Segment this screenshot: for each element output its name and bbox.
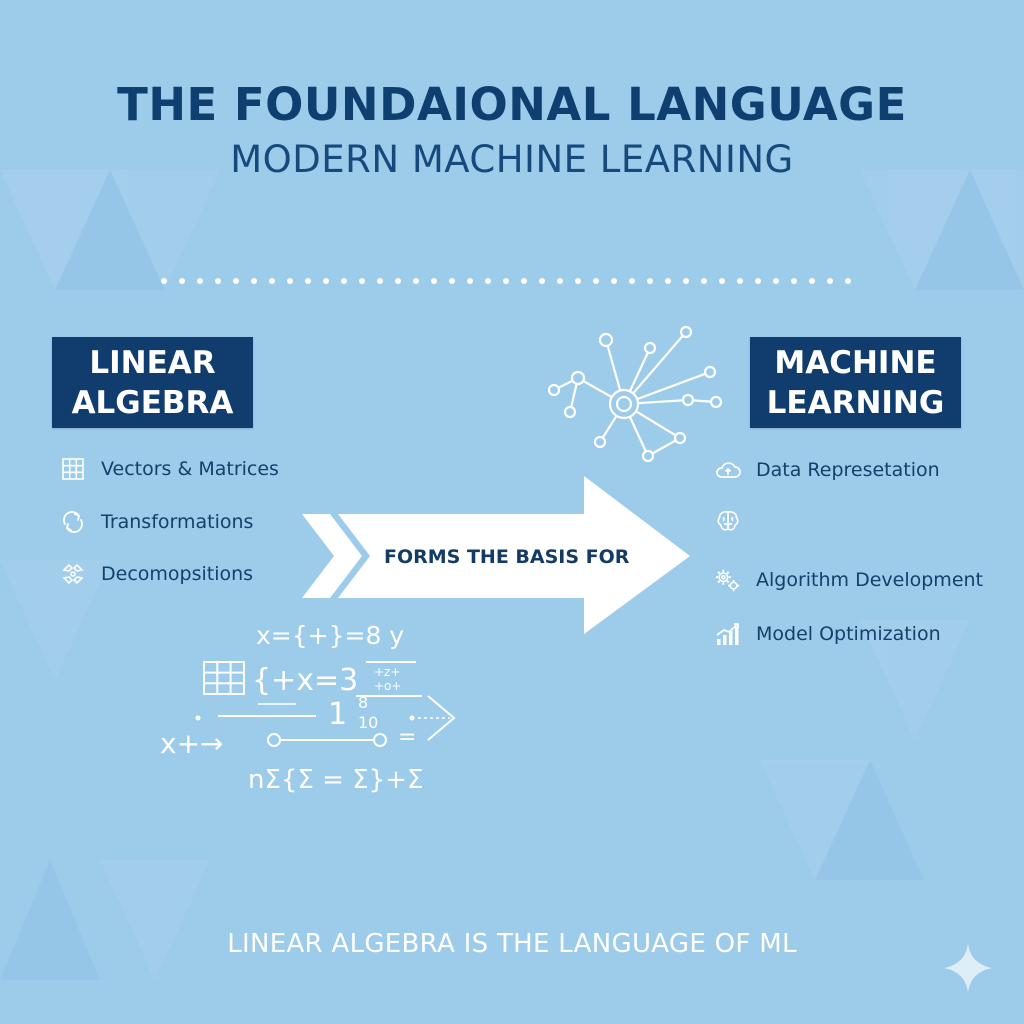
decomposition-icon (59, 560, 87, 588)
machine-learning-box-line2: LEARNING (766, 384, 945, 421)
list-item-model-optimization: Model Optimization (714, 620, 941, 648)
brain-icon (714, 507, 742, 535)
math-equals: = (398, 725, 416, 750)
math-row-2: {+x=3 (252, 663, 358, 698)
dotted-divider (161, 278, 851, 284)
math-symbols-cluster: x={+}=8 y {+x=3 +z+ +o+ 1 8 10 x+→ = nΣ{… (160, 621, 456, 795)
grid-icon (59, 455, 87, 483)
gears-icon (714, 566, 742, 594)
list-item-label: Vectors & Matrices (101, 458, 279, 480)
list-item-data-representation: Data Represetation (714, 456, 940, 484)
footer-tagline: LINEAR ALGEBRA IS THE LANGUAGE OF ML (227, 929, 797, 959)
list-item-algorithm-development: Algorithm Development (714, 566, 983, 594)
list-item-vectors-matrices: Vectors & Matrices (59, 455, 279, 483)
linear-algebra-box-line2: ALGEBRA (71, 384, 234, 421)
forms-basis-arrow (302, 476, 690, 634)
list-item-label: Model Optimization (756, 623, 941, 645)
math-small-c: 8 (358, 693, 368, 712)
page-title: THE FOUNDAIONAL LANGUAGE (117, 78, 907, 131)
page-subtitle: MODERN MACHINE LEARNING (230, 138, 794, 181)
machine-learning-box-line1: MACHINE (774, 344, 937, 381)
list-item-label: Algorithm Development (756, 569, 983, 591)
list-item-transformations: Transformations (59, 508, 253, 536)
arrow-label: FORMS THE BASIS FOR (384, 546, 630, 568)
math-row-3: 1 (328, 697, 347, 732)
math-small-a: +z+ (374, 665, 400, 679)
math-small-d: 10 (358, 713, 378, 732)
list-item-decompositions: Decomopsitions (59, 560, 253, 588)
list-item-label: Decomopsitions (101, 563, 254, 585)
linear-algebra-box: LINEAR ALGEBRA (52, 337, 253, 428)
sparkle-icon (944, 944, 992, 992)
growth-chart-icon (714, 620, 742, 648)
math-row-5: nΣ{Σ = Σ}+Σ (248, 765, 423, 795)
rotate-arrows-icon (59, 508, 87, 536)
list-item-brain (714, 507, 756, 535)
math-row-4: x+→ (160, 727, 224, 760)
neural-network-icon (547, 325, 723, 463)
matrix-grid-icon (203, 661, 245, 695)
linear-algebra-box-line1: LINEAR (89, 344, 216, 381)
math-row-1: x={+}=8 y (256, 621, 404, 650)
list-item-label: Data Represetation (756, 459, 940, 481)
list-item-label: Transformations (101, 511, 254, 533)
machine-learning-box: MACHINE LEARNING (750, 337, 961, 428)
cloud-icon (714, 456, 742, 484)
math-small-b: +o+ (374, 679, 401, 693)
